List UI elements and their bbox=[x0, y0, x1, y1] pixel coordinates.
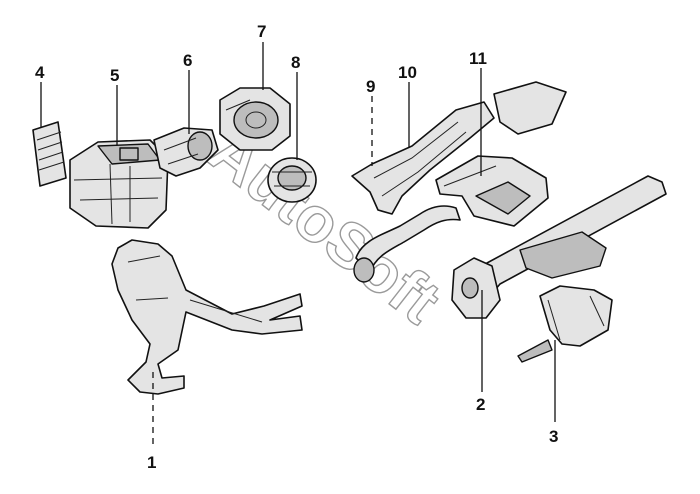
callout-1: 1 bbox=[147, 453, 156, 472]
part-8-fan-wheel bbox=[267, 157, 317, 203]
callout-2: 2 bbox=[476, 395, 485, 414]
part-4-cabin-filter bbox=[32, 121, 67, 187]
part-6-blower-duct bbox=[153, 127, 219, 177]
part-9-dash-duct bbox=[351, 101, 495, 215]
callout-7: 7 bbox=[257, 22, 266, 41]
callout-10: 10 bbox=[398, 63, 417, 82]
callout-8: 8 bbox=[291, 53, 300, 72]
callout-3: 3 bbox=[549, 427, 558, 446]
callout-6: 6 bbox=[183, 51, 192, 70]
part-3-bracket bbox=[517, 285, 613, 363]
callout-4: 4 bbox=[35, 63, 45, 82]
callout-9: 9 bbox=[366, 77, 375, 96]
part-1-floor-duct bbox=[111, 239, 303, 395]
part-5-heater-housing bbox=[69, 139, 169, 229]
part-10-hose bbox=[353, 205, 461, 283]
part-7-blower-motor bbox=[219, 87, 291, 151]
part-2-steering-column bbox=[451, 175, 667, 319]
leader-lines bbox=[40, 42, 556, 446]
callout-11: 11 bbox=[469, 49, 487, 68]
part-11-center-vent bbox=[435, 81, 567, 227]
callout-5: 5 bbox=[110, 66, 119, 85]
